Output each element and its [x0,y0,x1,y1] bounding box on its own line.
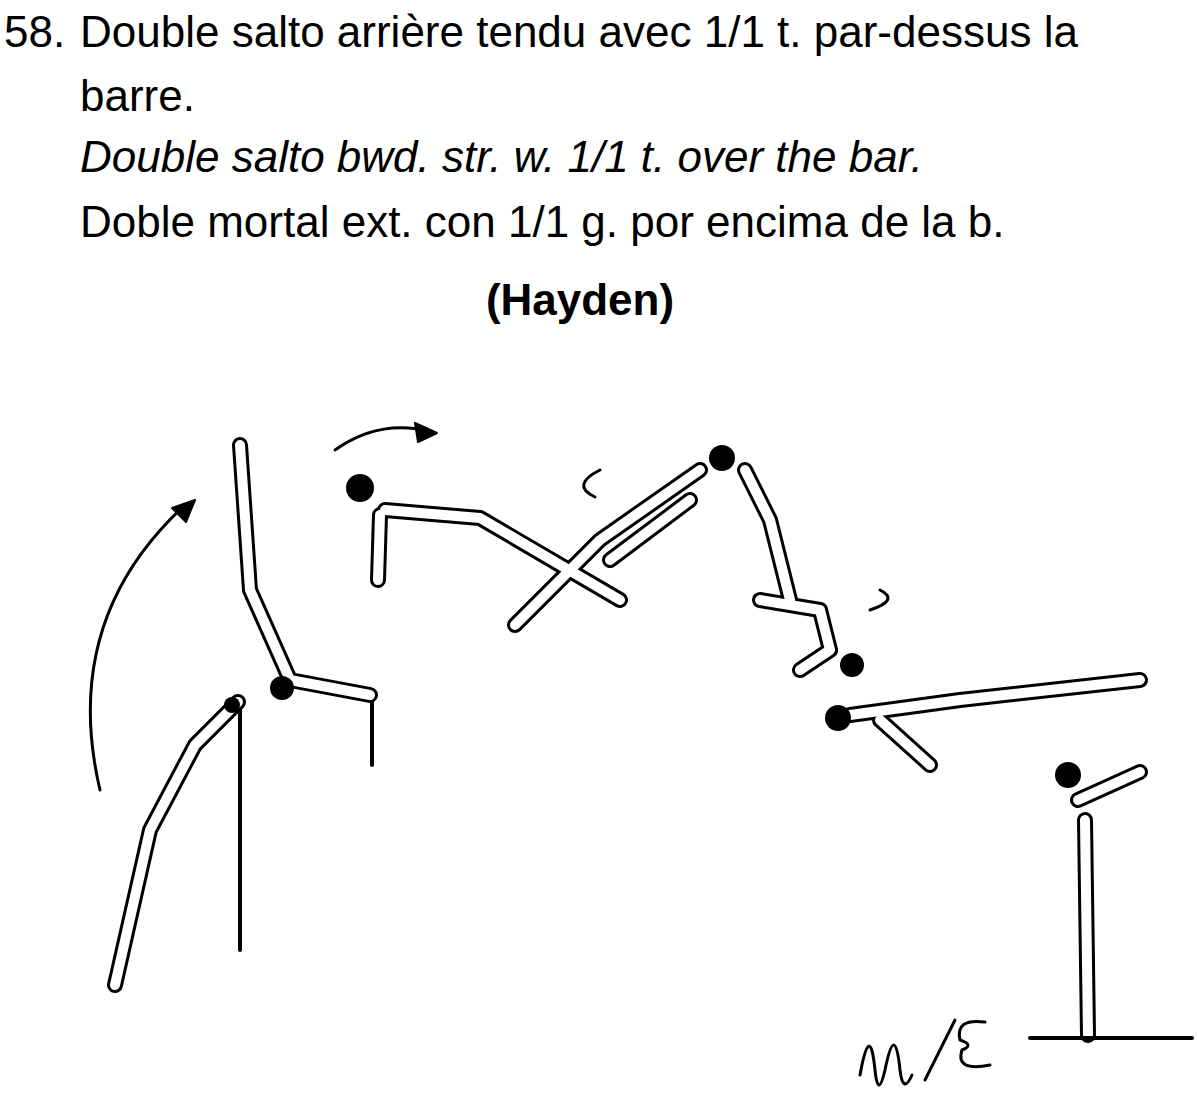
element-name: (Hayden) [300,268,860,332]
element-description: Double salto arrière tendu avec 1/1 t. p… [80,0,1195,128]
gymnast-figures [115,445,1140,1035]
element-number: 58. [4,0,79,64]
twist-arrow [584,470,600,497]
floor-line [1030,1036,1192,1040]
arrow-head [415,423,437,442]
arrow-head [172,500,195,522]
bar-upright [238,700,242,950]
element-description: Doble mortal ext. con 1/1 g. por encima … [80,190,1195,254]
difficulty-symbol [860,1020,990,1085]
element-description: Double salto bwd. str. w. 1/1 t. over th… [80,125,1195,189]
bar-upright [370,700,374,765]
twist-arrow [870,590,888,610]
motion-arrow [90,505,185,790]
